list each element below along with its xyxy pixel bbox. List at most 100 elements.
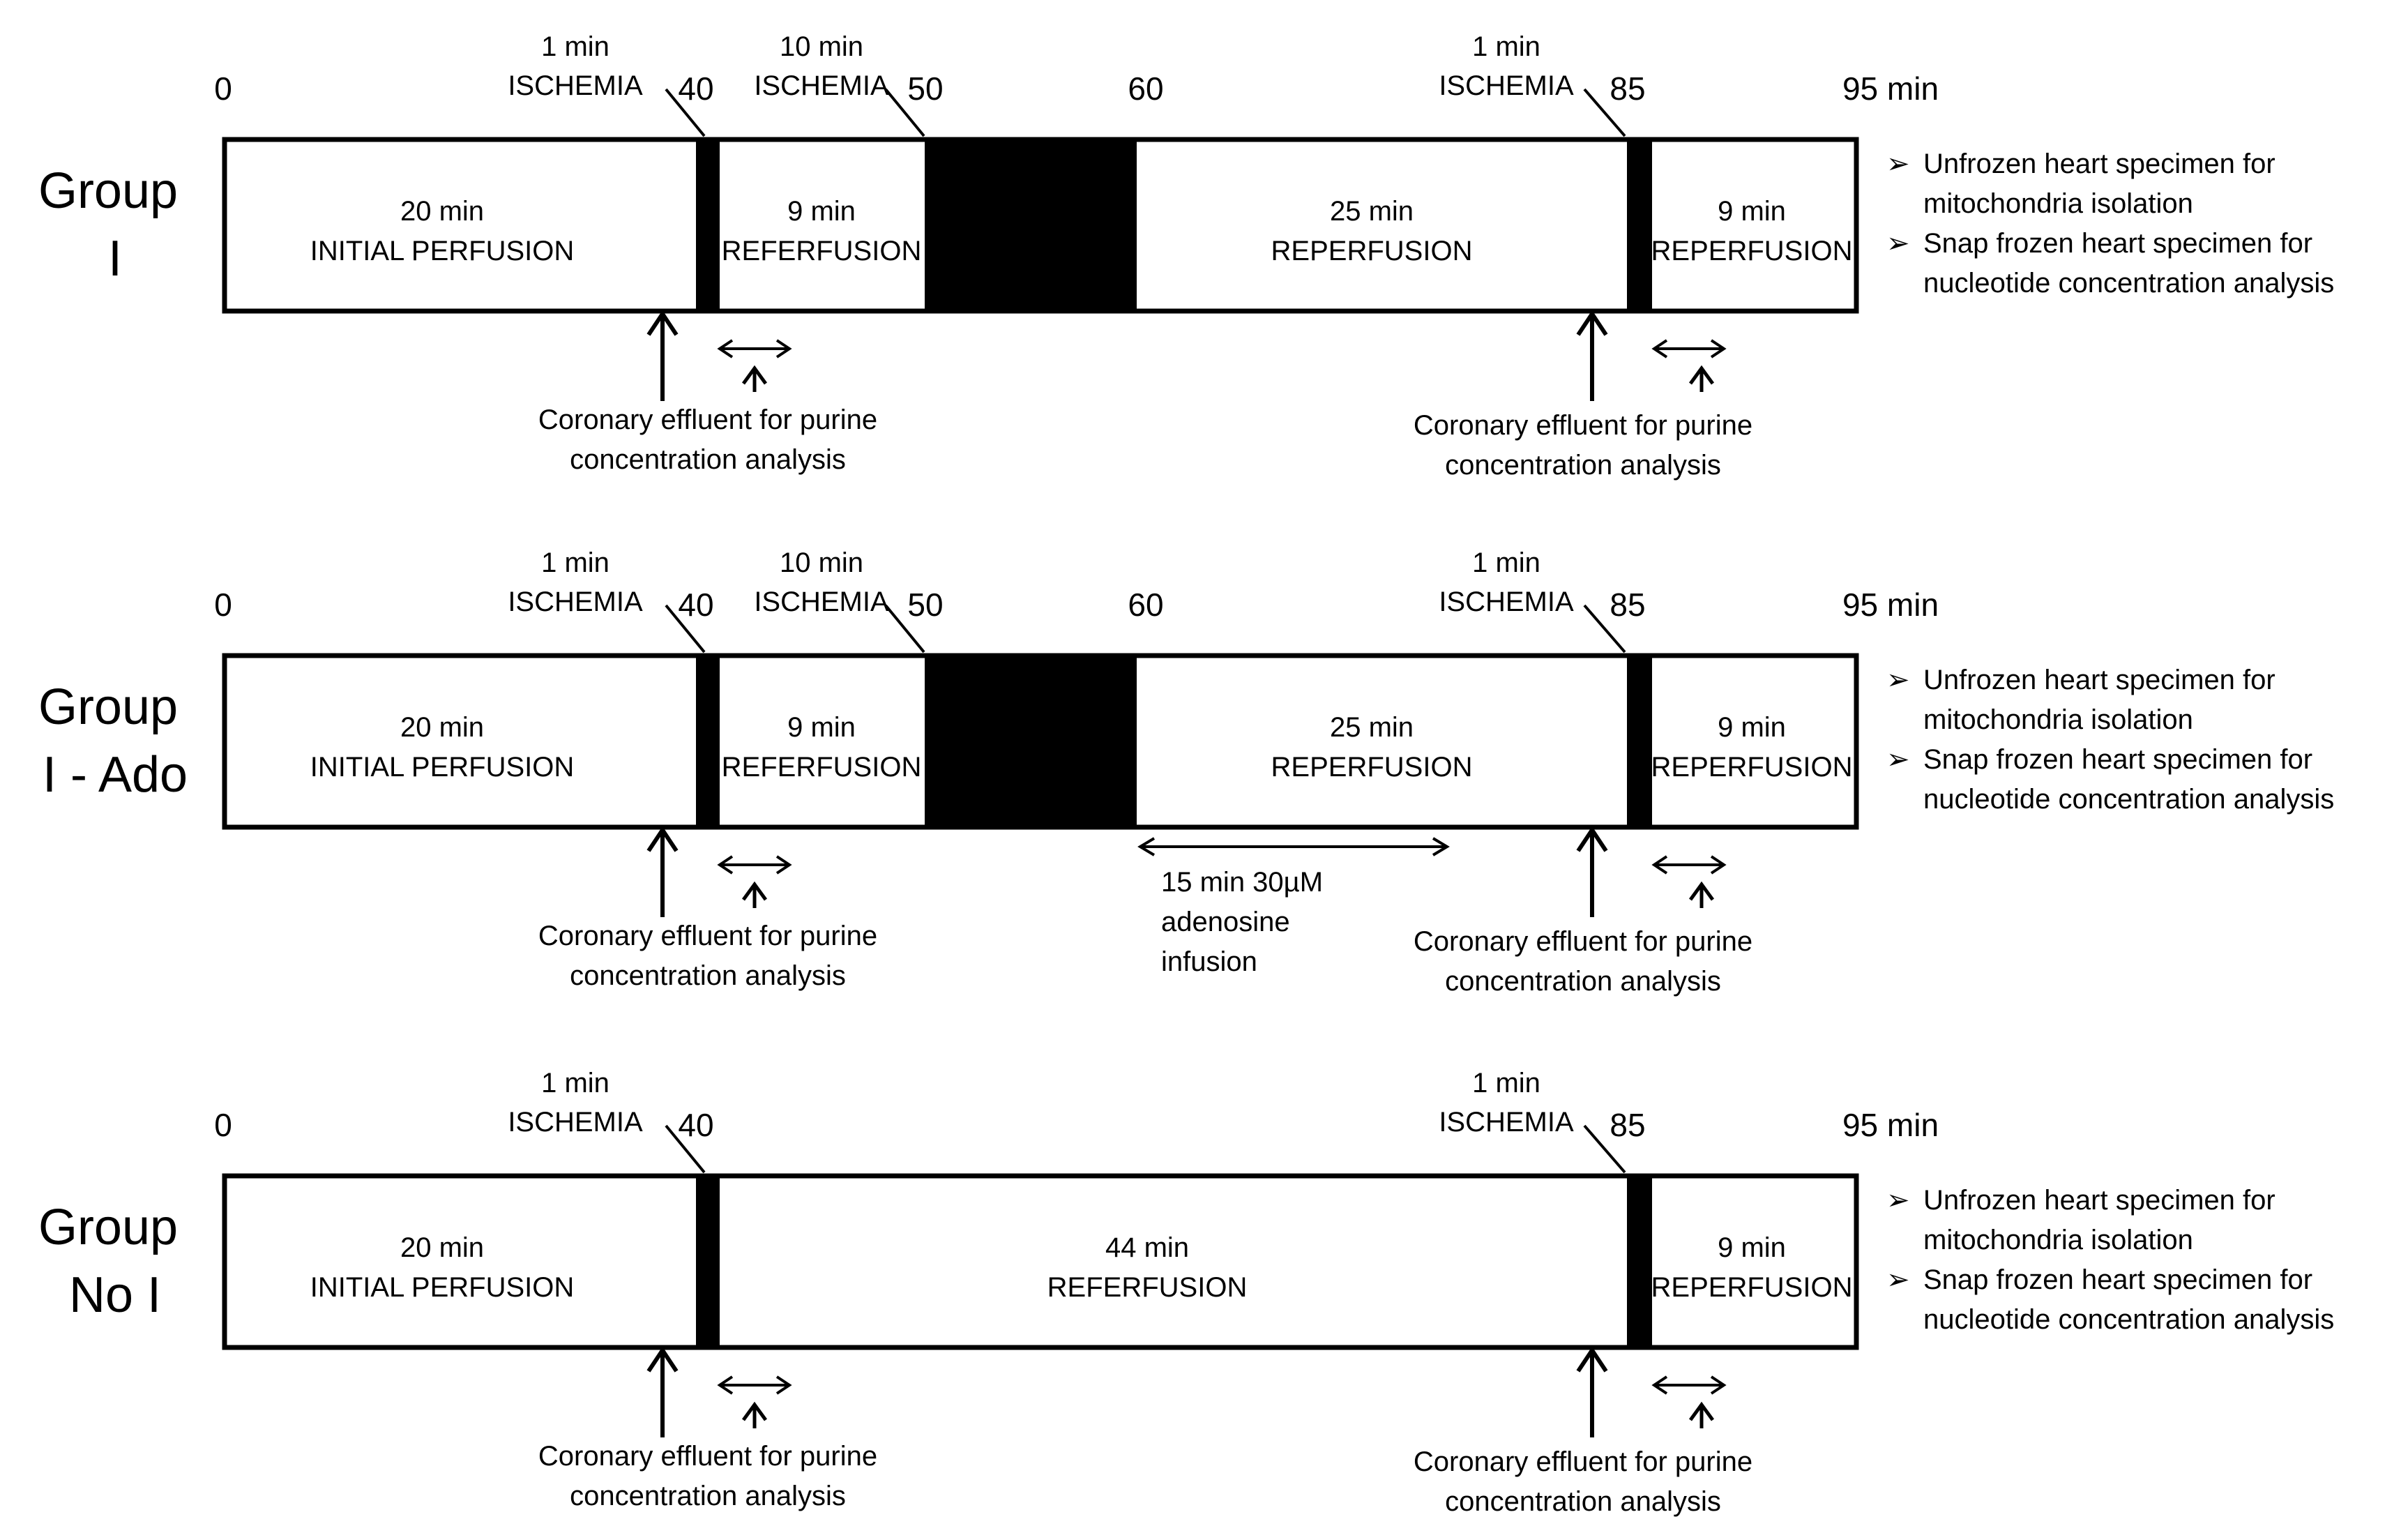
phase-duration: 9 min [787, 712, 856, 743]
group-no-i-label-line2: No I [69, 1267, 161, 1323]
bullet-text: nucleotide concentration analysis [1923, 784, 2334, 815]
group-i-timeline: Group I 0 40 50 60 85 95 min 1 min ISCHE… [38, 31, 2334, 481]
effluent-label: Coronary effluent for purine [1414, 410, 1752, 441]
phase-duration: 9 min [1718, 712, 1786, 743]
effluent-label: concentration analysis [570, 1481, 846, 1511]
ischemia-duration: 10 min [780, 547, 863, 578]
sampling-window-marker [1651, 855, 1727, 908]
bullet-text: nucleotide concentration analysis [1923, 268, 2334, 299]
infusion-label: adenosine [1161, 907, 1290, 937]
effluent-label: Coronary effluent for purine [538, 1441, 877, 1472]
bullet-arrow-icon: ➢ [1886, 665, 1910, 695]
ischemia-label: ISCHEMIA [1439, 587, 1574, 617]
phase-duration: 20 min [400, 1232, 484, 1263]
tick-0: 0 [214, 70, 232, 107]
effluent-label: Coronary effluent for purine [538, 405, 877, 435]
group-i-ado-label-line2: I - Ado [43, 747, 188, 803]
effluent-label: concentration analysis [570, 444, 846, 475]
phase-label: REPERFUSION [1271, 752, 1473, 783]
effluent-label: concentration analysis [1445, 450, 1721, 481]
phase-label: INITIAL PERFUSION [310, 752, 575, 783]
bullet-text: Unfrozen heart specimen for [1923, 1185, 2276, 1216]
infusion-label: 15 min 30µM [1161, 867, 1323, 898]
ischemia-duration: 1 min [1472, 547, 1540, 578]
phase-duration: 25 min [1330, 196, 1414, 227]
phase-duration: 9 min [1718, 196, 1786, 227]
tick-95: 95 min [1842, 587, 1939, 623]
sampling-arrow-head [1576, 1346, 1608, 1373]
bullet-text: mitochondria isolation [1923, 704, 2193, 735]
ischemia-block [925, 139, 1137, 311]
phase-label: REFERFUSION [722, 752, 922, 783]
group-no-i-timeline: Group No I 0 40 85 95 min 1 min ISCHEMIA… [38, 1068, 2334, 1517]
phase-label: REPERFUSION [1651, 752, 1853, 783]
sampling-window-marker [717, 339, 792, 392]
phase-label: REPERFUSION [1271, 236, 1473, 266]
adenosine-infusion-range [1137, 837, 1450, 856]
ischemia-pointer [665, 1124, 706, 1174]
effluent-label: concentration analysis [570, 960, 846, 991]
bullet-text: nucleotide concentration analysis [1923, 1304, 2334, 1335]
tick-95: 95 min [1842, 70, 1939, 107]
ischemia-label: ISCHEMIA [1439, 70, 1574, 101]
tick-85: 85 [1610, 587, 1645, 623]
tick-0: 0 [214, 587, 232, 623]
sampling-arrow-head [1576, 310, 1608, 336]
ischemia-label: ISCHEMIA [1439, 1107, 1574, 1138]
bullet-arrow-icon: ➢ [1886, 1185, 1910, 1216]
phase-duration: 20 min [400, 712, 484, 743]
bullet-text: Snap frozen heart specimen for [1923, 1264, 2312, 1295]
bullet-text: Unfrozen heart specimen for [1923, 149, 2276, 179]
bullet-text: Unfrozen heart specimen for [1923, 665, 2276, 695]
ischemia-duration: 1 min [541, 31, 609, 62]
phase-label: REPERFUSION [1651, 1272, 1853, 1303]
ischemia-label: ISCHEMIA [754, 587, 889, 617]
phase-duration: 9 min [1718, 1232, 1786, 1263]
ischemia-pointer [1583, 88, 1626, 137]
phase-label: REPERFUSION [1651, 236, 1853, 266]
sampling-arrow-head [1576, 826, 1608, 852]
ischemia-pointer [1583, 604, 1626, 654]
ischemia-label: ISCHEMIA [754, 70, 889, 101]
group-i-label-line2: I [108, 231, 122, 287]
effluent-label: Coronary effluent for purine [1414, 926, 1752, 957]
tick-40: 40 [678, 70, 713, 107]
ischemia-pointer [665, 88, 706, 137]
ischemia-pointer [884, 604, 925, 654]
group-i-ado-label-line1: Group [38, 679, 178, 735]
phase-label: INITIAL PERFUSION [310, 1272, 575, 1303]
tick-50: 50 [907, 70, 943, 107]
phase-duration: 9 min [787, 196, 856, 227]
ischemia-block [1627, 139, 1652, 311]
effluent-label: concentration analysis [1445, 966, 1721, 997]
tick-95: 95 min [1842, 1107, 1939, 1143]
ischemia-block [696, 139, 720, 311]
ischemia-block [696, 1176, 720, 1347]
ischemia-duration: 1 min [541, 547, 609, 578]
phase-label: REFERFUSION [1047, 1272, 1248, 1303]
ischemia-duration: 1 min [541, 1068, 609, 1098]
bullet-text: mitochondria isolation [1923, 1225, 2193, 1255]
tick-60: 60 [1128, 70, 1163, 107]
ischemia-label: ISCHEMIA [508, 587, 643, 617]
timeline-bar [222, 1173, 1859, 1350]
ischemia-block [1627, 1176, 1652, 1347]
sampling-window-marker [1651, 1375, 1727, 1428]
phase-label: INITIAL PERFUSION [310, 236, 575, 266]
phase-duration: 25 min [1330, 712, 1414, 743]
tick-40: 40 [678, 1107, 713, 1143]
tick-85: 85 [1610, 70, 1645, 107]
bullet-text: Snap frozen heart specimen for [1923, 228, 2312, 259]
ischemia-duration: 10 min [780, 31, 863, 62]
bullet-arrow-icon: ➢ [1886, 744, 1910, 775]
bullet-text: mitochondria isolation [1923, 188, 2193, 219]
sampling-arrow-head [646, 310, 679, 336]
ischemia-block [696, 656, 720, 827]
sampling-window-marker [1651, 339, 1727, 392]
bullet-text: Snap frozen heart specimen for [1923, 744, 2312, 775]
ischemia-block [1627, 656, 1652, 827]
sampling-window-marker [717, 855, 792, 908]
bullet-arrow-icon: ➢ [1886, 149, 1910, 179]
tick-85: 85 [1610, 1107, 1645, 1143]
